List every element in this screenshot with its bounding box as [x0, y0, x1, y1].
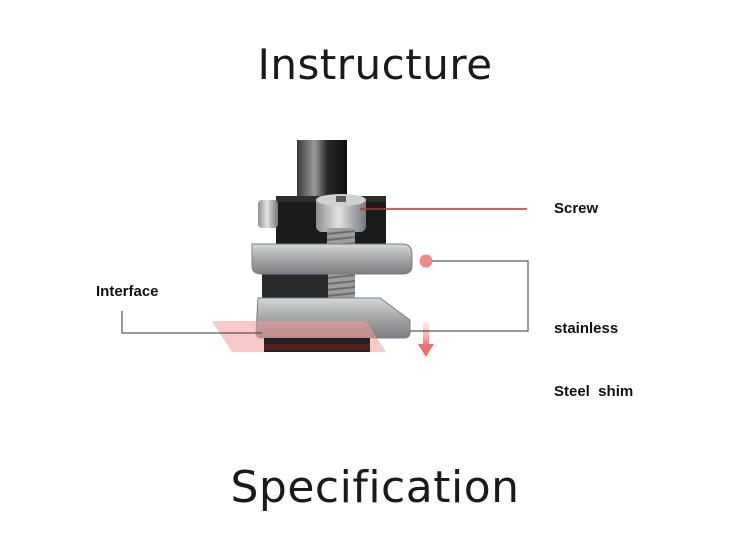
upper-clamp-plate [251, 243, 413, 275]
shim-label-line-2: Steel shim [554, 383, 634, 400]
screw-label: Screw [554, 200, 599, 217]
left-screw-head [258, 200, 278, 228]
interface-label: Interface [96, 283, 159, 300]
stainless-steel-shim-label: stainless Steel shim [554, 276, 633, 423]
interface-leader-line [121, 311, 262, 334]
instructure-heading: Instructure [257, 40, 493, 89]
shim-bracket-line [410, 260, 529, 332]
specification-heading: Specification [230, 462, 520, 513]
shim-label-line-1: stainless [554, 320, 619, 337]
pink-dot-icon [419, 254, 433, 268]
down-arrow-icon [418, 322, 434, 357]
